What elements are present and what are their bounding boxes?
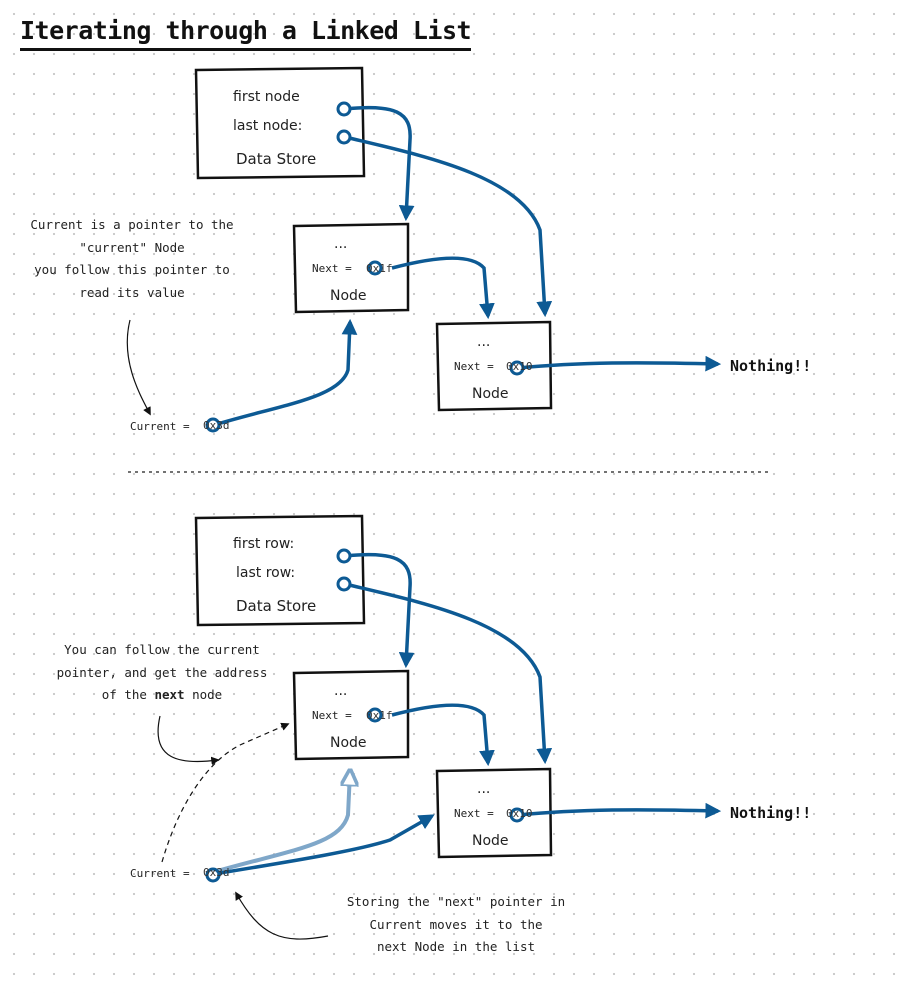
top-node-b-box: [435, 320, 553, 412]
bottom-node-b-box: [435, 767, 553, 859]
top-note-line-2: "current" Node: [79, 239, 185, 255]
bottom-node-a-ellipsis: ...: [334, 683, 348, 699]
top-current-label: Current =: [130, 420, 190, 433]
top-first-node-pointer-icon: [336, 101, 352, 117]
top-note-line-4: read its value: [79, 284, 185, 300]
top-node-b-ellipsis: ...: [477, 334, 491, 350]
top-store-field-first-node: first node: [233, 89, 300, 105]
top-node-a-next-arrow: [391, 256, 495, 320]
top-current-arrow: [213, 318, 358, 427]
bottom-node-b-next-pointer-icon: [509, 807, 525, 823]
bottom-node-b-next-label: Next =: [454, 807, 494, 820]
top-first-node-arrow: [344, 105, 415, 222]
bottom-node-a-next-arrow: [391, 703, 495, 767]
bottom-last-row-pointer-icon: [336, 576, 352, 592]
bottom-note-top-line-3: of the next node: [40, 684, 284, 707]
top-last-node-arrow: [344, 135, 553, 318]
bottom-note-top-line-3-post: node: [184, 687, 223, 702]
bottom-node-b-label: Node: [472, 833, 509, 849]
bottom-current-label: Current =: [130, 867, 190, 880]
top-current-value: 0x3d: [203, 419, 230, 432]
bottom-diagram: [157, 514, 722, 940]
bottom-new-current-arrow: [213, 814, 435, 876]
top-node-a-label: Node: [330, 288, 367, 304]
top-note-line-1: Current is a pointer to the: [30, 217, 234, 232]
bottom-data-store-box: [194, 514, 366, 627]
top-data-store-box: [194, 66, 366, 180]
bottom-note-bottom-line-1: Storing the "next" pointer in: [346, 894, 566, 909]
bottom-last-row-arrow: [344, 582, 553, 765]
top-node-a-box: [292, 222, 410, 314]
page-title: Iterating through a Linked List: [20, 14, 472, 51]
top-diagram: [126, 66, 722, 433]
bottom-note-top-line-3-pre: of the: [101, 687, 155, 702]
top-node-a-next-pointer-icon: [367, 260, 383, 276]
bottom-node-a-label: Node: [330, 735, 367, 751]
bottom-note-top-line-2: pointer, and get the address: [56, 664, 268, 680]
bottom-note-top-line-3-bold: next: [154, 687, 185, 702]
top-current-pointer-icon: [205, 417, 221, 433]
bottom-current-pointer-icon: [205, 867, 221, 883]
bottom-store-field-first-row: first row:: [233, 536, 295, 552]
top-note-line-3: you follow this pointer to: [34, 262, 230, 277]
bottom-note-top: You can follow the current pointer, and …: [40, 639, 284, 707]
bottom-first-row-pointer-icon: [336, 548, 352, 564]
bottom-note-bottom: Storing the "next" pointer in Current mo…: [334, 891, 578, 959]
top-nothing-label: Nothing!!: [730, 357, 812, 375]
bottom-old-current-arrow: [213, 772, 350, 874]
bottom-node-a-next-pointer-icon: [367, 707, 383, 723]
bottom-nothing-label: Nothing!!: [730, 804, 812, 822]
bottom-node-a-box: [292, 669, 410, 761]
top-note-arrow: [126, 319, 151, 416]
top-node-b-next-arrow: [517, 355, 722, 372]
bottom-note-top-arrow: [157, 715, 220, 766]
bottom-node-a-next-value: 0x1f: [366, 709, 393, 722]
bottom-note-bottom-arrow: [235, 891, 329, 940]
bottom-node-a-next-label: Next =: [312, 709, 352, 722]
bottom-note-top-line-1: You can follow the current: [64, 642, 260, 657]
top-node-a-ellipsis: ...: [334, 236, 348, 252]
top-node-b-next-value: 0x10: [506, 360, 533, 373]
top-node-b-label: Node: [472, 386, 509, 402]
top-last-node-pointer-icon: [336, 129, 352, 145]
top-node-b-next-label: Next =: [454, 360, 494, 373]
bottom-current-value: 0x3d: [203, 866, 230, 879]
bottom-follow-dashed-arrow: [161, 722, 290, 863]
bottom-node-b-next-arrow: [517, 802, 722, 819]
bottom-node-b-ellipsis: ...: [477, 781, 491, 797]
bottom-store-field-last-row: last row:: [236, 565, 296, 581]
top-store-label: Data Store: [236, 150, 317, 168]
bottom-store-label: Data Store: [236, 597, 317, 615]
top-node-a-next-label: Next =: [312, 262, 352, 275]
top-store-field-last-node: last node:: [233, 118, 303, 134]
bottom-node-b-next-value: 0x10: [506, 807, 533, 820]
top-node-b-next-pointer-icon: [509, 360, 525, 376]
top-node-a-next-value: 0x1f: [366, 262, 393, 275]
bottom-first-row-arrow: [344, 552, 415, 669]
bottom-note-bottom-line-3: next Node in the list: [376, 939, 536, 954]
top-note: Current is a pointer to the "current" No…: [10, 214, 254, 304]
bottom-note-bottom-line-2: Current moves it to the: [369, 916, 543, 932]
